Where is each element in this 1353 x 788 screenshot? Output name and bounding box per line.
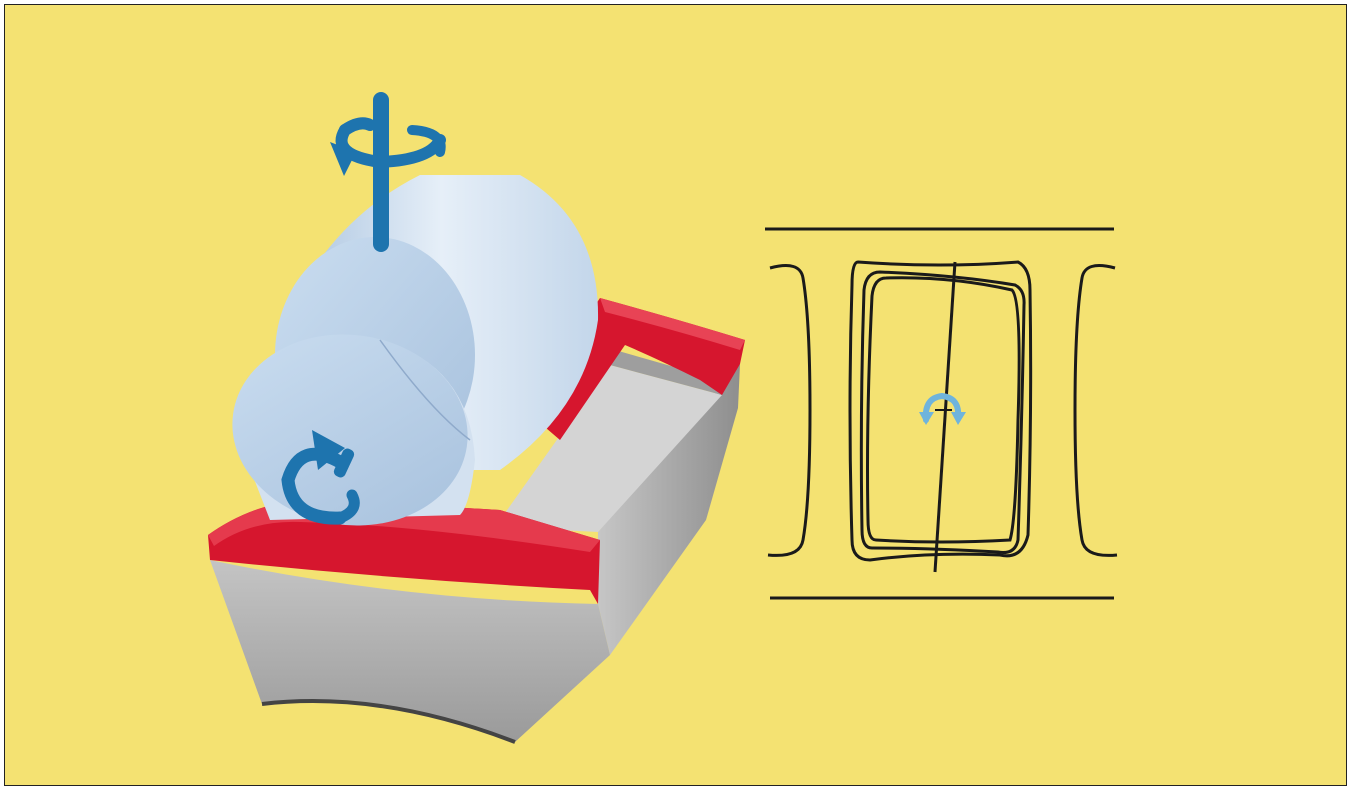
- vertical-axis-rod: [373, 92, 389, 252]
